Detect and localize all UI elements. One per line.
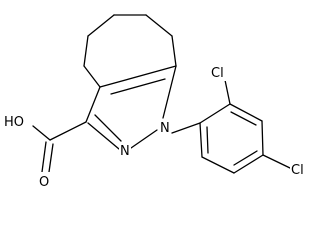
bond-c8-c8a	[171, 35, 177, 67]
bond-c3-cooh	[49, 121, 87, 141]
pyrazole-ring	[85, 65, 177, 150]
bond-cooh-o-double	[41, 141, 47, 173]
bond-ar-c6-c1	[199, 122, 203, 158]
n1-label-bg	[159, 119, 171, 137]
atom-hydroxyl-oxygen: HO	[4, 115, 24, 130]
bond-c8a-c3a-double	[110, 78, 166, 95]
bond-c7-c8	[145, 14, 173, 37]
carboxylic-acid-group	[32, 121, 87, 173]
cl-para-label-bg	[290, 160, 310, 178]
bond-c3a-c4	[83, 65, 101, 88]
atom-carbonyl-oxygen: O	[39, 175, 49, 190]
bond-c4-c5	[83, 35, 89, 67]
atom-pyrazole-n1: N	[160, 121, 170, 136]
dichlorophenyl-ring	[199, 103, 264, 174]
bond-c3a-c3	[85, 86, 101, 123]
bond-ar-c3-c4	[261, 120, 264, 156]
atom-pyrazole-n2: N	[120, 144, 130, 159]
bond-cooh-o-double-2	[48, 143, 54, 173]
bond-ar-c5-c6	[201, 156, 235, 174]
cycloheptane-ring	[83, 14, 177, 88]
ho-label-bg	[2, 112, 28, 130]
bond-c3-n2-double	[87, 122, 120, 150]
bond-c4-cl-para	[262, 154, 291, 169]
bond-n1-aryl	[171, 122, 201, 134]
bond-c5-c6	[87, 14, 115, 37]
bond-c8a-c3a-single	[99, 65, 177, 88]
bond-c3-n2-double-inner	[94, 114, 122, 142]
bond-ar-c1-c2	[199, 103, 231, 124]
atom-labels: HO O N N Cl Cl	[2, 63, 310, 190]
o-label-bg	[38, 172, 50, 190]
bond-n1-c8a	[162, 65, 177, 119]
n2-label-bg	[119, 142, 131, 160]
bond-ar-inner-1	[230, 111, 257, 126]
bond-n2-n1	[130, 129, 158, 149]
atom-chlorine-ortho: Cl	[211, 66, 224, 81]
bond-ar-c4-c5	[233, 154, 264, 174]
bond-ar-inner-2	[233, 150, 258, 166]
chemical-structure: HO O N N Cl Cl	[2, 14, 310, 190]
atom-chlorine-para: Cl	[291, 163, 304, 178]
bond-ar-c2-c3	[229, 103, 263, 122]
bond-cooh-oh	[32, 125, 51, 141]
bond-ar-inner-3	[206, 126, 209, 154]
cl-ortho-label-bg	[210, 63, 228, 81]
bond-c2-cl-ortho	[224, 79, 231, 105]
